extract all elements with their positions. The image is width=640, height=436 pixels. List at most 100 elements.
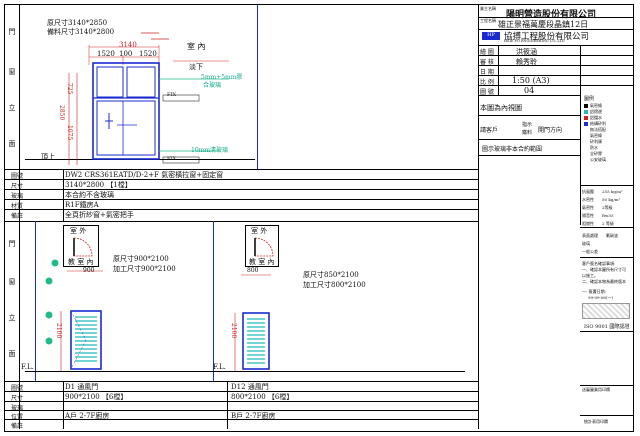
legend-item: 防水 — [590, 145, 598, 150]
drawing-sheet: 門 窗 立 面 門 窗 立 面 原尺寸3140*2850 備料尺寸3140*28… — [4, 4, 634, 432]
table2-label: 位置 — [11, 414, 24, 421]
tb-line — [478, 55, 633, 56]
tb-col — [580, 45, 581, 225]
legend-item: 鋁摺邊 — [590, 109, 602, 114]
certification-logo-icon — [582, 303, 630, 319]
label-fix-1: FIX — [167, 92, 177, 98]
legend-title: 圖例 — [584, 96, 595, 102]
tb-line — [478, 115, 580, 116]
window-prepared-size: 備料尺寸3140*2800 — [47, 28, 115, 36]
table1-label: 備註 — [11, 213, 24, 220]
legend-item: 全矽膠 — [590, 151, 602, 156]
title-block-divider — [478, 5, 479, 429]
door-dir-3: 開門方向 — [538, 127, 563, 134]
label-fix-2: FIX — [167, 156, 177, 162]
tb-row-label: 比 例 — [480, 79, 494, 86]
left-label-divider — [19, 5, 20, 429]
label-floor: 淡下 — [189, 63, 203, 71]
door2-plan-box: 室 外 教 室 內 — [245, 225, 279, 267]
misc-label: 一般公差 — [582, 249, 598, 254]
table2-col-divider-2 — [227, 381, 228, 429]
table2-label: 圖號 — [11, 385, 24, 392]
label-floor-left: 頂上 — [41, 153, 55, 161]
door2-elevation-svg — [234, 274, 271, 371]
glass-range-note: 圖示玻璃非本合約範圍 — [482, 146, 543, 153]
tb-line — [478, 75, 633, 76]
project-label: 工程名稱 — [480, 18, 496, 23]
tb-line — [580, 415, 633, 416]
dim-h-total: 2850 — [58, 105, 65, 121]
tb-line — [478, 45, 633, 46]
table1-value: 本合約不含玻璃 — [65, 191, 114, 199]
door1-fl: F.L. — [21, 363, 34, 371]
door2-fl: F.L. — [213, 363, 226, 371]
dim-h2: 1075 — [66, 125, 73, 141]
door1-plan-outside: 室 外 — [70, 227, 87, 235]
table2-row-line — [5, 401, 478, 402]
section-divider-3 — [5, 381, 478, 382]
table1-label: 圖號 — [11, 173, 24, 180]
window-original-size: 原尺寸3140*2850 — [47, 19, 108, 27]
sign-date-label: 一: 簽署日期: — [582, 289, 606, 294]
project-name: 雄正景福萬慶段晶鎮12日 — [498, 20, 589, 29]
tb-row-label: 繪 圖 — [480, 49, 494, 56]
dim-left: 1520 — [97, 50, 115, 58]
table1-value: 全頁折紗窗+氣密把手 — [65, 211, 134, 219]
tb-line — [478, 65, 633, 66]
door-dir-2: 指示 — [522, 122, 533, 128]
spec-value: 2 等級 — [602, 221, 614, 226]
note-inside-view: 本圖為內視圖 — [480, 104, 522, 112]
label-glass-laminated: 5mm+5mm膠 — [201, 74, 243, 81]
spec-label: 隔音性 — [582, 213, 594, 218]
legend-swatch — [584, 116, 588, 120]
table1-row-line — [5, 189, 478, 190]
table2-label: 尺寸 — [11, 395, 24, 402]
side-label: 門 — [8, 240, 16, 248]
misc-label: 玻璃 — [582, 241, 590, 246]
door1-note-original: 原尺寸900*2100 — [113, 255, 169, 263]
misc-value: 氟碳塗 — [606, 233, 618, 238]
dim-right: 1520 — [139, 50, 157, 58]
spec-value: 50 kg/m² — [602, 197, 621, 202]
door-section-divider — [213, 221, 214, 381]
door2-dim-height: 2100 — [230, 323, 237, 339]
label-glass-clear: 10mm清玻璃 — [191, 147, 229, 154]
legend-item: 結構矽利 — [590, 121, 606, 126]
table2-col-divider — [63, 381, 64, 429]
door1-dim-width: 900 — [83, 267, 95, 274]
table1-row-line — [5, 209, 478, 210]
tb-row-label: 日 期 — [480, 69, 494, 76]
table2-row-line — [5, 419, 478, 420]
sign-date: 99-09-06(一) — [588, 295, 614, 300]
company-name-en: HSIE PO ENGINEERING CO.,LTD — [504, 39, 565, 43]
table2-cell: 900*2100 【6樘】 — [65, 393, 128, 401]
table1-value: 3140*2800 【1樘】 — [65, 181, 132, 189]
iso-cert: ISO 9001 國際認證 — [584, 324, 630, 330]
side-label: 立 — [8, 104, 16, 112]
legend-swatch — [584, 122, 588, 126]
legend-item: 氣密條 — [590, 133, 602, 138]
spec-value: 255 kg/m² — [602, 189, 623, 194]
tb-line — [580, 385, 633, 386]
table2-cell: D1 通風門 — [65, 383, 99, 391]
door2-swing-icon — [254, 237, 274, 257]
table1-label: 材質 — [11, 203, 24, 210]
side-label: 面 — [8, 350, 16, 358]
wall-line-left — [35, 221, 36, 381]
table1-value: R1F鐵房A — [65, 201, 99, 209]
owner-name: 陽明營造股份有限公司 — [506, 10, 597, 20]
spec-label: 水密性 — [582, 197, 594, 202]
spec-value: 2等級 — [602, 205, 613, 210]
tb-line — [580, 257, 633, 258]
footer-stamp-1: 送審圖業用印欄 — [582, 387, 610, 392]
door1-dim-height: 2100 — [55, 323, 62, 339]
side-label: 門 — [8, 28, 16, 36]
door1-swing-icon — [73, 237, 93, 257]
tb-line — [580, 185, 633, 186]
customer-confirm-2: 以施工。 — [582, 273, 598, 278]
legend-item: 無法搭配 — [590, 127, 606, 132]
table1-col-divider — [63, 169, 64, 221]
company-name: 協搏工程股份有限公司 — [504, 32, 590, 42]
tb-row-value: 賴秀聆 — [516, 58, 537, 66]
spec-label: 抗風壓 — [582, 189, 594, 194]
